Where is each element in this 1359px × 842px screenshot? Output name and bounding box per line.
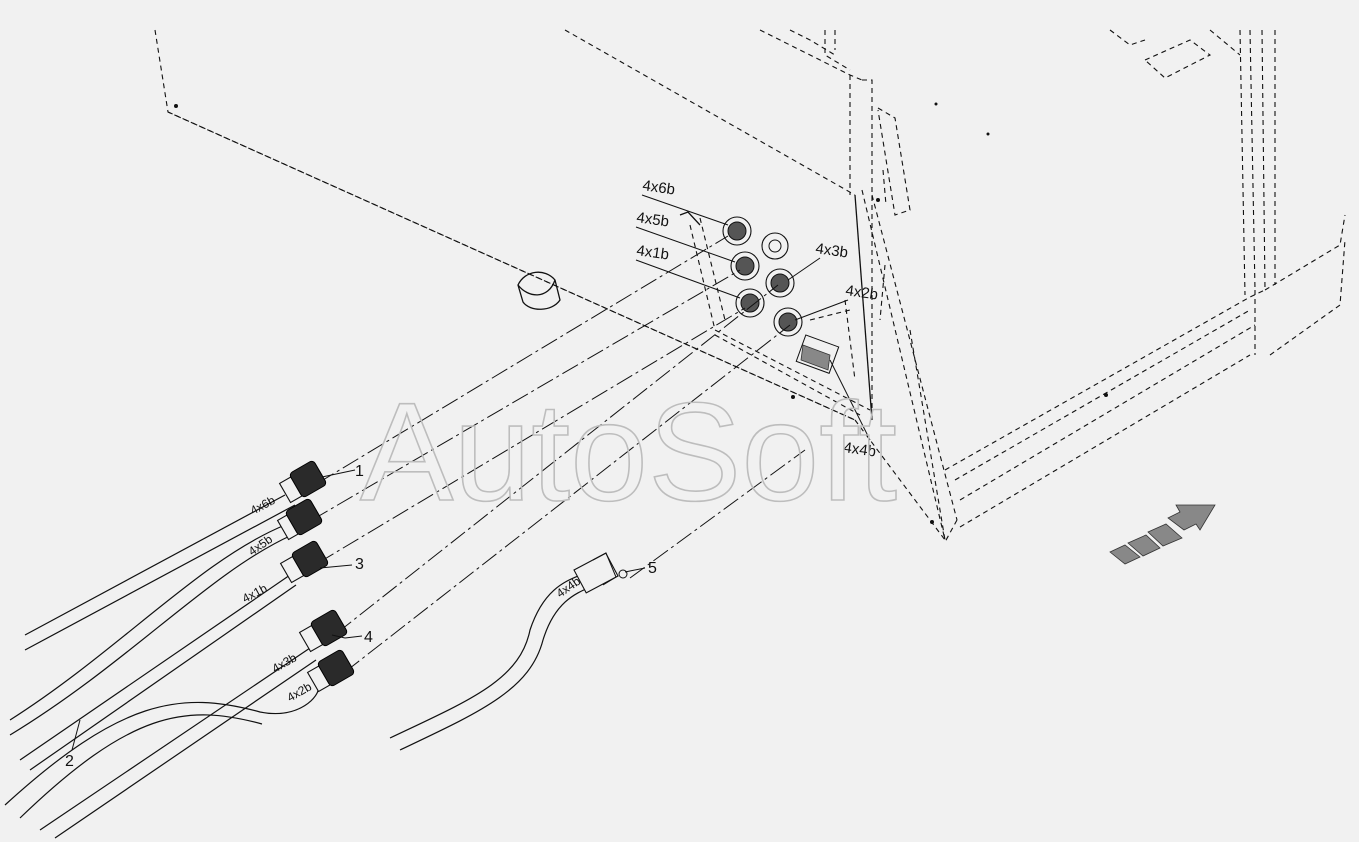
cable-label-4x6b: 4x6b — [248, 493, 278, 518]
socket-4x5b — [730, 251, 760, 281]
cable-label-4x5b: 4x5b — [246, 532, 276, 559]
socket-spare — [761, 232, 789, 260]
body-fitting — [517, 271, 561, 310]
socket-label-4x2b: 4x2b — [844, 282, 879, 303]
socket-4x3b — [765, 268, 795, 298]
socket-4x6b — [722, 216, 752, 246]
cable-label-4x2b: 4x2b — [285, 679, 315, 704]
callout-1: 1 — [355, 463, 364, 480]
plug-4x6b — [278, 460, 327, 504]
socket-label-4x5b: 4x5b — [635, 209, 670, 230]
callout-3: 3 — [355, 556, 364, 573]
watermark: AutoSoft — [360, 373, 897, 530]
direction-arrow-icon — [1109, 504, 1216, 565]
callout-2: 2 — [65, 753, 74, 770]
cab-body-outline — [154, 29, 1346, 543]
socket-label-4x1b: 4x1b — [635, 242, 670, 263]
plug-4x4b — [573, 552, 628, 594]
plug-4x3b — [298, 609, 348, 653]
cable-bundle — [4, 494, 596, 839]
socket-4x1b — [735, 288, 765, 318]
plug-4x5b — [276, 498, 323, 541]
socket-4x2b — [773, 307, 803, 337]
callout-leaders — [71, 469, 646, 751]
callout-5: 5 — [648, 560, 657, 577]
cable-label-4x1b: 4x1b — [240, 581, 270, 606]
assembly-chain-lines — [311, 235, 806, 673]
socket-label-4x4b: 4x4b — [842, 439, 877, 460]
callout-4: 4 — [364, 629, 373, 646]
socket-label-4x3b: 4x3b — [814, 240, 849, 261]
socket-label-4x6b: 4x6b — [641, 177, 676, 198]
plug-4x2b — [306, 649, 355, 693]
plug-4x1b — [279, 540, 329, 584]
cable-label-4x3b: 4x3b — [270, 650, 300, 675]
socket-bracket — [679, 211, 871, 416]
socket-leaders — [635, 194, 871, 441]
